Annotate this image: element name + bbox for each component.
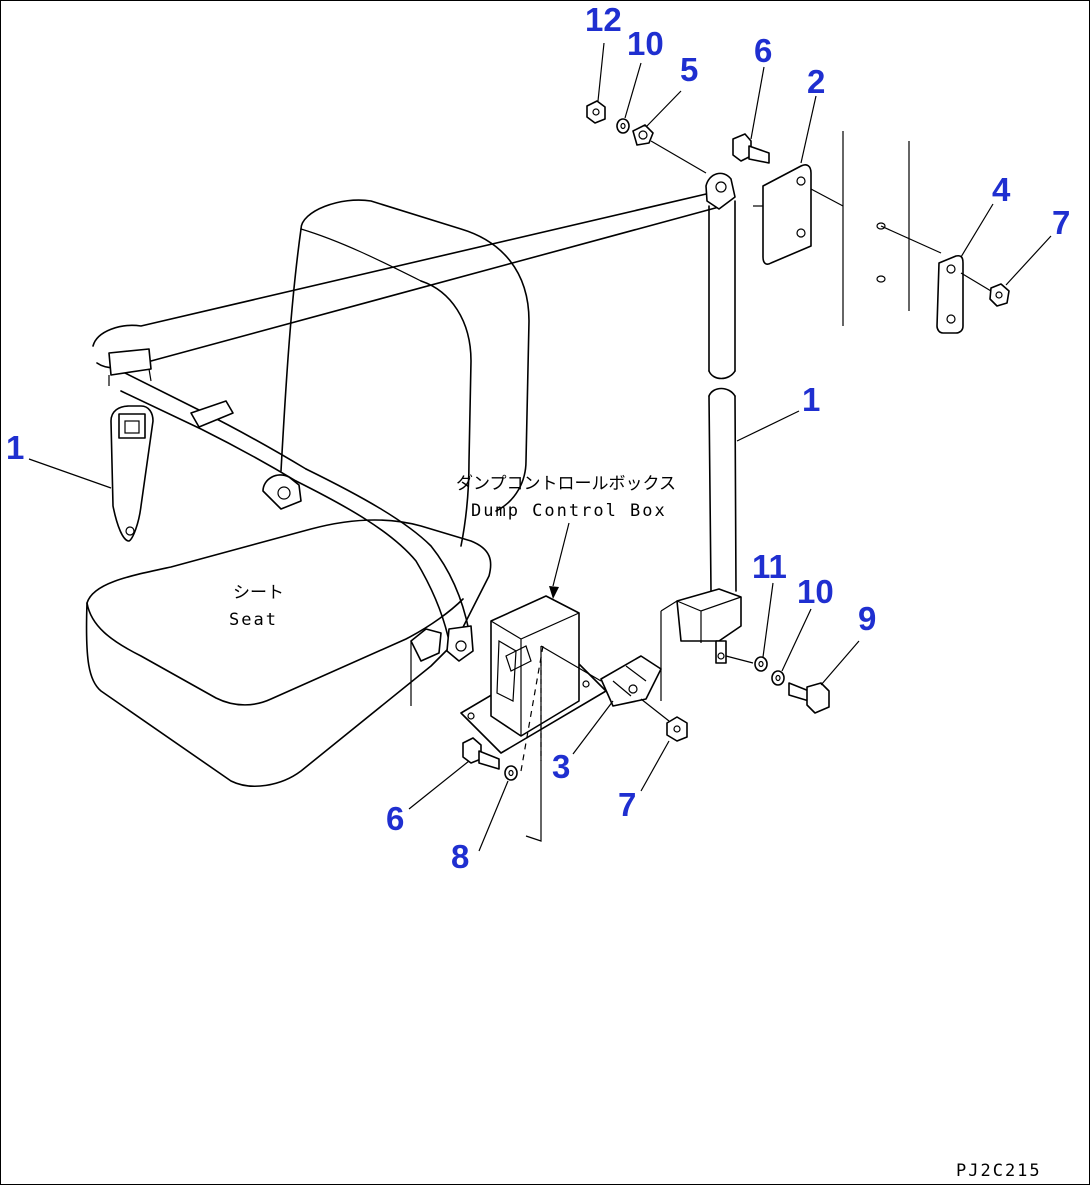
seat-en-label: Seat	[229, 610, 278, 630]
callout-11: 11	[752, 548, 787, 585]
leader-lines	[28, 42, 1052, 852]
dump-control-box-en-label: Dump Control Box	[471, 501, 667, 521]
callout-1-right: 1	[802, 381, 820, 418]
callout-4: 4	[992, 171, 1011, 208]
callout-9: 9	[858, 600, 876, 637]
callout-2: 2	[807, 63, 825, 100]
fasteners	[462, 100, 992, 781]
text-labels: ダンプコントロールボックス Dump Control Box シート Seat …	[229, 474, 1042, 1181]
callout-numbers: 12 10 5 6 2 4 7 1 1 11 10 9 3 7 6 8	[6, 1, 1070, 875]
callout-7-lower: 7	[618, 786, 636, 823]
callout-1-left: 1	[6, 429, 24, 466]
callout-6-top: 6	[754, 32, 772, 69]
seat-belt	[92, 172, 742, 701]
callout-10-lower: 10	[797, 573, 834, 610]
seat	[85, 199, 530, 787]
mounting-brackets	[753, 131, 1010, 334]
callout-10-top: 10	[627, 25, 664, 62]
drawing-code: PJ2C215	[956, 1161, 1042, 1181]
seat-jp-label: シート	[233, 583, 284, 603]
callout-6-lower: 6	[386, 800, 404, 837]
callout-7-right: 7	[1052, 204, 1070, 241]
callout-8: 8	[451, 838, 469, 875]
callout-3: 3	[552, 748, 570, 785]
callout-12-top: 12	[585, 1, 622, 38]
dump-control-box-jp-label: ダンプコントロールボックス	[456, 474, 676, 494]
callout-5: 5	[680, 51, 698, 88]
